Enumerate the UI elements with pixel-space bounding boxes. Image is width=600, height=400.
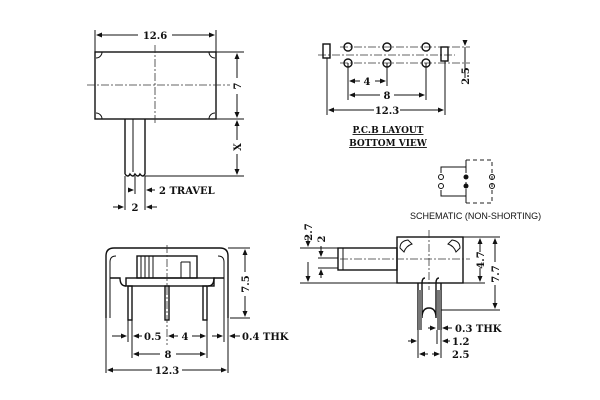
width-dimension: 12.6 [143, 31, 167, 42]
front-overall-dimension: 12.3 [155, 366, 179, 377]
top-view: 12.6 7 X 2 TRAVEL 2 [87, 30, 244, 214]
span-dimension: 8 [384, 91, 391, 102]
schematic: SCHEMATIC (NON-SHORTING) [410, 159, 541, 221]
row-spacing-dimension: 2.5 [461, 67, 472, 84]
body-height-dimension: 4.7 [476, 251, 487, 268]
front-span-dimension: 8 [165, 350, 172, 361]
front-pitch-dimension: 4 [182, 332, 189, 343]
overall-dimension: 12.3 [375, 106, 399, 117]
total-height-dimension: 7.7 [491, 265, 502, 282]
schematic-label: SCHEMATIC (NON-SHORTING) [410, 211, 541, 221]
thickness-dimension: 0.4 THK [242, 332, 289, 343]
side-body-outline [396, 236, 464, 284]
pcb-holes [343, 42, 431, 68]
shaft-width-dimension: 2 [132, 203, 139, 214]
height-dimension: 7 [233, 82, 244, 89]
actuator-shaft [124, 119, 146, 177]
switch-body-outline [94, 51, 217, 120]
mounting-slot-left [322, 43, 331, 59]
pitch-dimension: 4 [364, 77, 371, 88]
side-thickness-dimension: 0.3 THK [455, 324, 502, 335]
shaft-offset-dimension: 2 [317, 235, 328, 242]
shaft-length-dimension: X [233, 143, 244, 151]
front-height-dimension: 7.5 [241, 275, 252, 292]
pin-width-dimension: 0.5 [144, 332, 161, 343]
travel-dimension: 2 TRAVEL [159, 186, 215, 197]
bottom-view-title: BOTTOM VIEW [349, 139, 428, 149]
pcb-layout: 4 8 12.3 2.5 P.C.B LAYOUT BOTTOM VIEW [318, 40, 472, 149]
pin-span-dimension: 2.5 [452, 350, 469, 361]
pcb-layout-title: P.C.B LAYOUT [353, 126, 424, 136]
front-view: 0.5 4 0.4 THK 8 12.3 7.5 [105, 245, 289, 377]
shaft-dia-dimension: 2.7 [304, 223, 315, 240]
mounting-slot-right [440, 46, 449, 62]
pin-spacing-dimension: 1.2 [452, 337, 469, 348]
side-view: 2.7 2 4.7 7.7 0.3 THK 1.2 2.5 [300, 223, 502, 361]
